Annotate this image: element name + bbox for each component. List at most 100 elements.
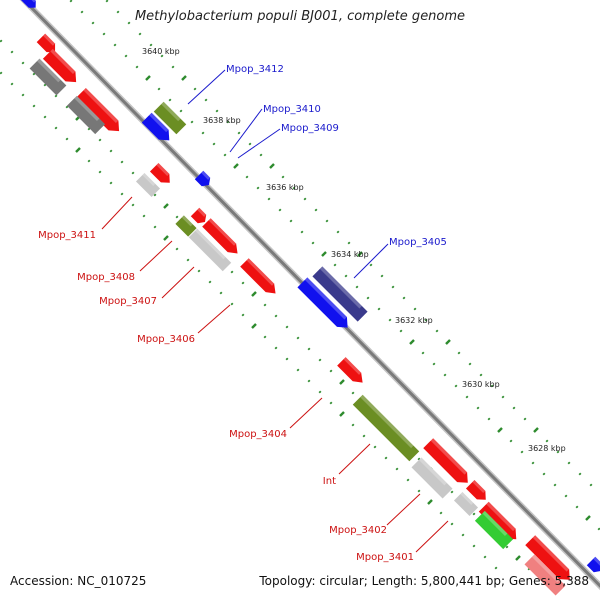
scale-dot xyxy=(149,43,153,47)
gene-arrow xyxy=(29,58,67,96)
scale-dot xyxy=(476,406,480,410)
scale-tick xyxy=(269,163,275,169)
scale-dot xyxy=(201,131,205,135)
scale-dot xyxy=(208,280,212,284)
scale-dot xyxy=(351,423,355,427)
scale-dot xyxy=(212,142,216,146)
scale-dot xyxy=(175,247,179,251)
gene-arrow xyxy=(194,170,211,187)
scale-dot xyxy=(366,296,370,300)
scale-dot xyxy=(204,98,208,102)
scale-dot xyxy=(439,511,443,515)
scale-dot xyxy=(124,54,128,58)
scale-dot xyxy=(542,472,546,476)
gene-label: Mpop_3401 xyxy=(356,552,414,563)
scale-dot xyxy=(314,208,318,212)
gene-label: Mpop_3404 xyxy=(229,429,287,440)
scale-dot xyxy=(135,65,139,69)
scale-dot xyxy=(226,120,230,124)
scale-dot xyxy=(399,329,403,333)
scale-tick xyxy=(339,379,345,385)
scale-dot xyxy=(567,461,571,465)
scale-tick xyxy=(357,251,363,257)
scale-dot xyxy=(131,171,135,175)
gene-labels: Mpop_3412 Mpop_3410 Mpop_3409 Mpop_3405 … xyxy=(38,64,447,563)
scale-dot xyxy=(215,109,219,113)
scale-dot xyxy=(296,336,300,340)
scale-tick xyxy=(251,323,257,329)
scale-dot xyxy=(292,186,296,190)
scale-dot xyxy=(245,175,249,179)
scale-dot xyxy=(241,313,245,317)
scale-tick xyxy=(163,203,169,209)
scale-dot xyxy=(179,109,183,113)
scale-dot xyxy=(116,10,120,14)
scale-dot xyxy=(91,21,95,25)
gene-arrow xyxy=(478,501,517,540)
scale-dot xyxy=(131,203,135,207)
gene-arrow xyxy=(423,438,468,483)
scale-dot xyxy=(490,384,494,388)
scale-dot xyxy=(388,318,392,322)
gene-label: Mpop_3409 xyxy=(281,123,339,134)
scale-dot xyxy=(10,50,14,54)
scale-dot xyxy=(21,93,25,97)
scale-tick xyxy=(181,75,187,81)
scale-tick xyxy=(163,235,169,241)
accession-text: Accession: NC_010725 xyxy=(10,574,147,588)
scale-dot xyxy=(21,61,25,65)
scale-dot xyxy=(32,72,36,76)
scale-dot xyxy=(109,181,113,185)
scale-dot xyxy=(523,417,527,421)
scale-dot xyxy=(241,281,245,285)
scale-dot xyxy=(65,137,69,141)
gene-arrow xyxy=(525,535,570,580)
scale-tick xyxy=(145,75,151,81)
scale-dot xyxy=(307,347,311,351)
scale-dot xyxy=(413,307,417,311)
gene-arrow xyxy=(75,87,120,132)
scale-dot xyxy=(171,65,175,69)
gene-features xyxy=(20,0,600,596)
gene-arrow xyxy=(352,394,420,462)
scale-dot xyxy=(109,149,113,153)
scale-tick xyxy=(339,411,345,417)
gene-arrow xyxy=(190,207,207,224)
scale-tick xyxy=(233,163,239,169)
gene-arrow xyxy=(312,266,368,322)
scale-dot xyxy=(391,285,395,289)
gene-arrow xyxy=(474,510,514,550)
scale-dot xyxy=(175,215,179,219)
scale-dot xyxy=(43,83,47,87)
scale-dot xyxy=(54,94,58,98)
scale-dot xyxy=(520,450,524,454)
gene-arrow xyxy=(240,258,276,294)
genome-title: Methylobacterium populi BJ001, complete … xyxy=(134,9,466,24)
scale-dot xyxy=(435,329,439,333)
scale-dot xyxy=(285,357,289,361)
scale-dot xyxy=(105,0,109,3)
scale-tick xyxy=(497,427,503,433)
gene-arrow xyxy=(465,479,486,500)
scale-tick xyxy=(445,339,451,345)
gene-label: Int xyxy=(323,476,336,487)
gene-label: Mpop_3405 xyxy=(389,237,447,248)
scale-label: 3640 kbp xyxy=(142,47,180,56)
scale-label: 3628 kbp xyxy=(528,444,566,453)
scale-dot xyxy=(421,351,425,355)
scale-dot xyxy=(267,197,271,201)
scale-dot xyxy=(263,335,267,339)
scale-dot xyxy=(120,192,124,196)
gene-arrow xyxy=(524,554,566,596)
scale-dot xyxy=(545,439,549,443)
scale-tick xyxy=(427,499,433,505)
scale-tick xyxy=(409,339,415,345)
scale-dot xyxy=(153,193,157,197)
scale-dot xyxy=(347,241,351,245)
scale-dot xyxy=(303,197,307,201)
scale-dot xyxy=(256,186,260,190)
scale-dot xyxy=(450,522,454,526)
scale-dot xyxy=(120,160,124,164)
gene-label: Mpop_3410 xyxy=(263,104,321,115)
